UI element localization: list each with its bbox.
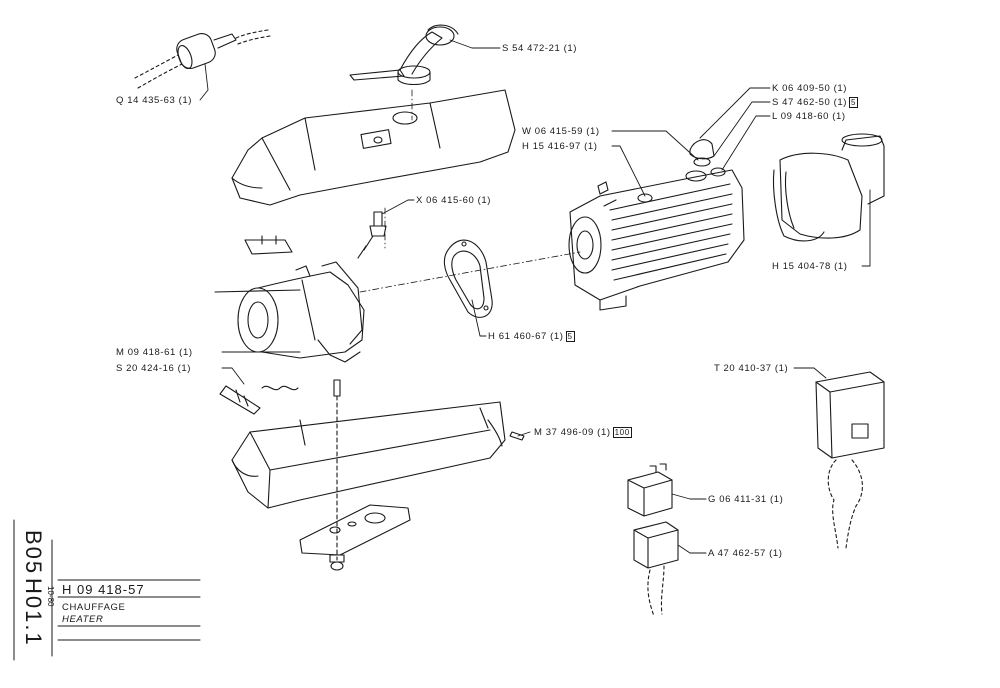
callout-h15404: H 15 404-78 (1): [772, 261, 848, 272]
callout-s20424: S 20 424-16 (1): [116, 363, 192, 374]
callout-l09418: L 09 418-60 (1): [772, 111, 846, 122]
clip-cap-part: [349, 24, 459, 86]
title-french: CHAUFFAGE: [62, 602, 126, 613]
part-number: H 09 418-57: [62, 582, 145, 597]
title-english: HEATER: [62, 614, 104, 625]
callout-h15416: H 15 416-97 (1): [522, 141, 598, 152]
callout-s47462-qty-box: 5: [849, 97, 859, 108]
screw-part: [509, 431, 525, 441]
callout-g06411: G 06 411-31 (1): [708, 494, 784, 505]
callout-m37496-text: M 37 496-09 (1): [534, 427, 611, 438]
callout-a47462: A 47 462-57 (1): [708, 548, 783, 559]
callout-h61460-text: H 61 460-67 (1): [488, 331, 564, 342]
burner-assembly-part: [214, 261, 365, 363]
relay-part: [627, 463, 673, 517]
gasket-part: [443, 239, 493, 318]
sheet-code-primary: B05: [21, 530, 46, 576]
fuel-filter-part: [134, 29, 271, 89]
upper-cover-part: [231, 89, 516, 206]
base-plate-part: [299, 504, 411, 571]
callout-t20410: T 20 410-37 (1): [714, 363, 789, 374]
air-duct-part: [772, 133, 885, 242]
callout-s47462: S 47 462-50 (1)5: [772, 97, 859, 108]
connector-part: [633, 521, 679, 617]
callout-s47462-text: S 47 462-50 (1): [772, 97, 848, 108]
callout-m37496-qty-box: 100: [612, 427, 632, 438]
sheet-code-secondary: H01.1: [21, 578, 46, 647]
sheet-date: 10-80: [46, 586, 55, 607]
callout-h61460: H 61 460-67 (1)5: [488, 331, 575, 342]
title-block-lines: [13, 519, 201, 661]
glow-plug-part: [357, 211, 387, 259]
callout-w06415: W 06 415-59 (1): [522, 126, 600, 137]
control-unit-part: [815, 371, 885, 549]
callout-m09418: M 09 418-61 (1): [116, 347, 193, 358]
callout-k06409: K 06 409-50 (1): [772, 83, 848, 94]
callout-m37496: M 37 496-09 (1)100: [534, 427, 632, 438]
lower-housing-part: [231, 401, 506, 509]
leader-lines: [199, 39, 871, 554]
callout-s54472: S 54 472-21 (1): [502, 43, 578, 54]
callout-q14435: Q 14 435-63 (1): [116, 95, 193, 106]
callout-h61460-qty-box: 5: [565, 331, 575, 342]
small-bracket-part: [244, 235, 293, 255]
spring-clip-part: [219, 385, 299, 415]
assembly-axis-lines: [359, 89, 581, 293]
heat-exchanger-part: [568, 169, 745, 311]
callout-x06415: X 06 415-60 (1): [416, 195, 492, 206]
